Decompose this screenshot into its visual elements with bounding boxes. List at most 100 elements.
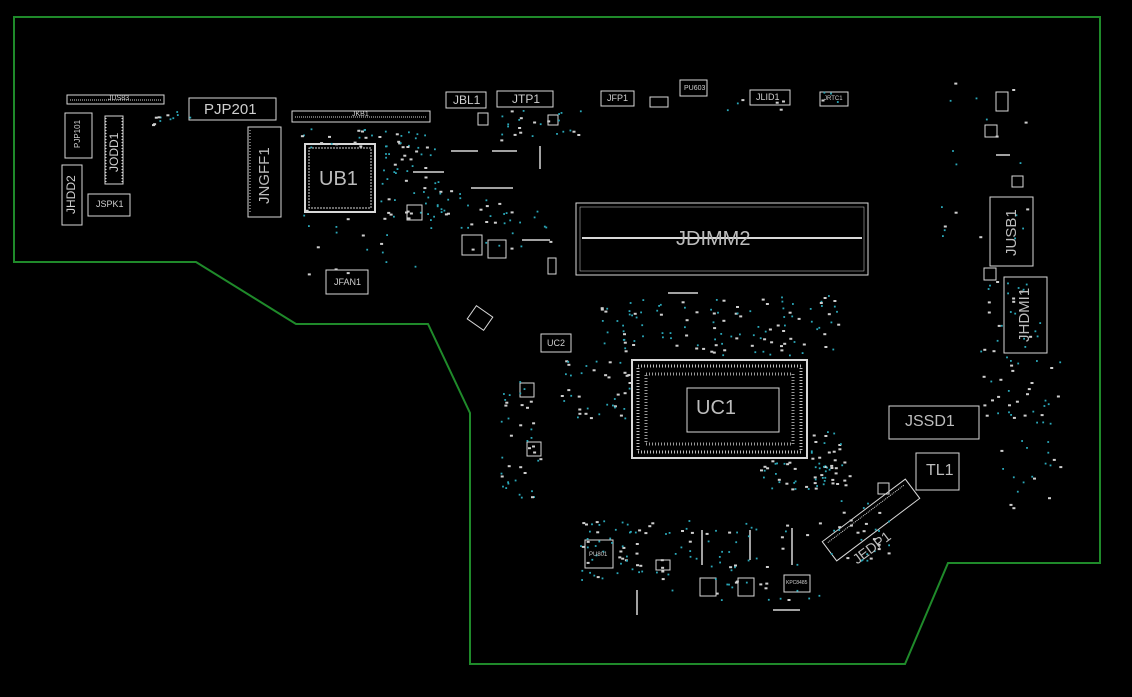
via: [616, 320, 619, 322]
via: [619, 361, 622, 364]
via: [509, 219, 512, 222]
smd-pad: [997, 395, 1001, 398]
via: [429, 154, 432, 157]
via: [745, 522, 748, 525]
via: [836, 310, 838, 313]
smd-pad: [827, 313, 831, 316]
via: [1039, 322, 1042, 324]
smd-pad: [765, 582, 769, 585]
connector-jfan1-outline: [325, 269, 369, 295]
via: [796, 589, 799, 592]
via: [384, 130, 387, 133]
smd-pad: [943, 225, 947, 228]
smd-pad: [361, 130, 364, 133]
smd-pad: [479, 208, 483, 211]
smd-pad: [713, 327, 717, 330]
via: [635, 316, 638, 319]
via: [520, 245, 523, 248]
via: [498, 244, 501, 247]
smd-pad: [660, 559, 664, 562]
via: [818, 462, 821, 465]
via: [810, 451, 813, 454]
via: [873, 550, 876, 553]
via: [519, 392, 522, 395]
via: [638, 571, 640, 574]
label-jus83: JUS83: [108, 95, 130, 102]
smd-pad: [424, 176, 428, 179]
smd-pad: [788, 461, 792, 464]
via: [987, 288, 990, 290]
via: [641, 570, 644, 573]
via: [595, 554, 598, 557]
via: [614, 406, 616, 409]
smd-pad: [844, 484, 848, 487]
via: [308, 225, 310, 227]
via-field: [152, 82, 1063, 601]
via: [606, 331, 609, 334]
smd-pad: [814, 441, 818, 443]
via: [530, 437, 533, 439]
via: [888, 520, 890, 523]
smd-pad: [1010, 364, 1014, 367]
smd-pad: [519, 424, 523, 427]
via: [821, 305, 823, 307]
label-jssd1: JSSD1: [905, 413, 955, 430]
via: [828, 468, 831, 471]
smd-pad: [405, 211, 408, 214]
smd-pad: [987, 311, 991, 314]
via: [823, 442, 826, 444]
via: [943, 229, 946, 232]
via: [1049, 422, 1052, 425]
via: [801, 352, 804, 354]
smd-pad: [1011, 369, 1015, 372]
via: [730, 569, 733, 572]
smd-pad: [846, 557, 850, 560]
smd-pad: [651, 522, 655, 525]
via: [518, 493, 521, 496]
smd-pad: [766, 467, 770, 470]
via: [784, 324, 786, 327]
smd-pad: [359, 145, 363, 148]
smd-pad: [357, 129, 361, 132]
via: [726, 583, 729, 586]
smd-pad: [635, 543, 639, 545]
via: [508, 394, 511, 396]
smd-pad: [578, 412, 582, 415]
smd-pad: [518, 127, 522, 129]
smd-pad: [797, 317, 801, 320]
via: [840, 500, 843, 502]
connector-pjp101-outline: [64, 112, 93, 159]
via: [467, 204, 469, 207]
smd-pad: [519, 131, 523, 134]
smd-pad: [765, 566, 769, 568]
label-jtp1: JTP1: [512, 92, 541, 106]
via: [955, 163, 958, 166]
via: [624, 417, 627, 420]
via: [424, 134, 426, 137]
smd-pad: [616, 393, 620, 396]
via: [989, 284, 991, 287]
smd-pad: [833, 459, 837, 462]
via: [1047, 451, 1050, 454]
via: [836, 101, 839, 103]
via: [591, 523, 593, 526]
smd-pad: [759, 583, 763, 586]
connector-jspk1-outline: [87, 193, 131, 217]
smd-pad: [307, 273, 311, 276]
via: [400, 135, 403, 137]
smd-pad: [843, 461, 847, 464]
smd-pad: [586, 561, 590, 564]
smd-pad: [509, 434, 513, 437]
smd-pad: [991, 399, 994, 402]
via: [749, 310, 752, 313]
via: [997, 412, 999, 415]
smd-pad: [735, 337, 739, 340]
via: [381, 182, 384, 185]
smd-pad: [723, 349, 727, 352]
via: [833, 432, 836, 435]
label-jdimm2: JDIMM2: [676, 228, 751, 250]
via: [747, 535, 750, 538]
via: [628, 387, 631, 390]
smd-pad: [712, 312, 716, 315]
via: [537, 459, 540, 462]
